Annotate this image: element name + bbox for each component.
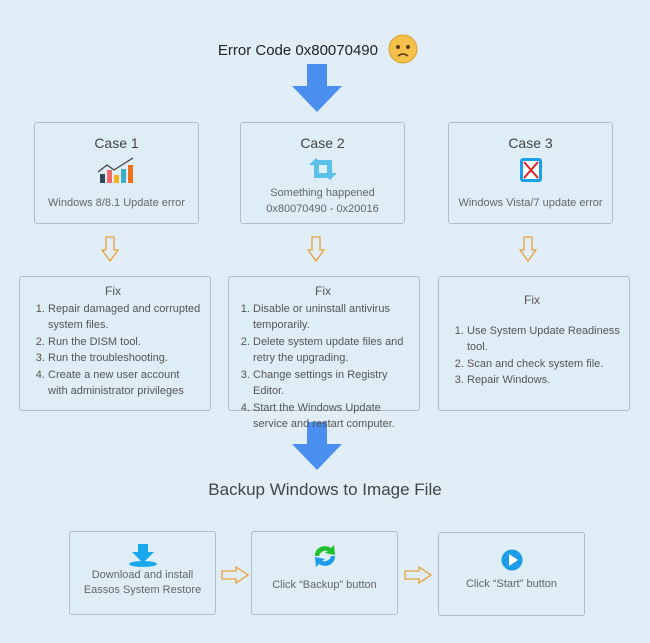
case-desc: Windows Vista/7 update error xyxy=(458,197,603,209)
case-3-box: Case 3 Windows Vista/7 update error xyxy=(448,122,613,224)
step-text: Download and install xyxy=(91,569,194,581)
fix-step: Run the DISM tool. xyxy=(48,334,202,351)
page-title: Error Code 0x80070490 xyxy=(0,34,636,68)
fix-title: Fix xyxy=(524,293,540,307)
fix-step: Use System Update Readiness tool. xyxy=(467,323,621,356)
fix-step: Change settings in Registry Editor. xyxy=(253,367,417,400)
step-text: Click “Backup” button xyxy=(272,579,377,591)
case-title: Case 2 xyxy=(300,135,345,151)
case-title: Case 1 xyxy=(94,135,139,151)
case-title: Case 3 xyxy=(508,135,553,151)
title-text: Error Code 0x80070490 xyxy=(217,41,378,59)
refresh-arrows-icon xyxy=(307,157,339,181)
backup-heading: Backup Windows to Image File xyxy=(208,480,442,499)
fix-step: Repair Windows. xyxy=(467,372,621,389)
worried-face-icon xyxy=(388,34,418,68)
fix-step: Repair damaged and corrupted system file… xyxy=(48,301,202,334)
fix-title: Fix xyxy=(315,284,331,298)
case-desc-code: 0x80070490 - 0x20016 xyxy=(266,203,379,215)
case-1-box: Case 1 Windows 8/8.1 Update error xyxy=(34,122,199,224)
fix-step: Disable or uninstall antivirus temporari… xyxy=(253,301,417,334)
step-backup-box: Click “Backup” button xyxy=(251,531,398,615)
orange-right-arrow-icon xyxy=(404,566,432,584)
case-2-box: Case 2 Something happened 0x80070490 - 0… xyxy=(240,122,405,224)
case-desc: Windows 8/8.1 Update error xyxy=(48,197,185,209)
step-start-box: Click “Start” button xyxy=(438,532,585,616)
fix-box-3: Fix Use System Update Readiness tool.Sca… xyxy=(438,276,630,411)
orange-down-arrow-icon xyxy=(519,236,537,262)
play-icon xyxy=(501,549,523,571)
step-text: Click “Start” button xyxy=(465,578,558,590)
fix-step: Scan and check system file. xyxy=(467,356,621,373)
orange-down-arrow-icon xyxy=(101,236,119,262)
down-arrow-icon xyxy=(292,422,342,470)
step-download-box: Download and install Eassos System Resto… xyxy=(69,531,216,615)
step-text: Eassos System Restore xyxy=(83,584,202,596)
download-icon xyxy=(128,544,158,568)
red-x-icon xyxy=(519,157,543,183)
fix-box-1: Fix Repair damaged and corrupted system … xyxy=(19,276,211,411)
orange-down-arrow-icon xyxy=(307,236,325,262)
fix-title: Fix xyxy=(105,284,121,298)
down-arrow-icon xyxy=(292,64,342,112)
fix-step: Start the Windows Update service and res… xyxy=(253,400,417,433)
fix-box-2: Fix Disable or uninstall antivirus tempo… xyxy=(228,276,420,430)
backup-sync-icon xyxy=(311,544,339,568)
chart-icon xyxy=(97,157,137,185)
fix-step: Run the troubleshooting. xyxy=(48,350,202,367)
fix-step: Delete system update files and retry the… xyxy=(253,334,417,367)
case-desc: Something happened xyxy=(270,187,375,199)
fix-step: Create a new user account with administr… xyxy=(48,367,202,400)
orange-right-arrow-icon xyxy=(221,566,249,584)
